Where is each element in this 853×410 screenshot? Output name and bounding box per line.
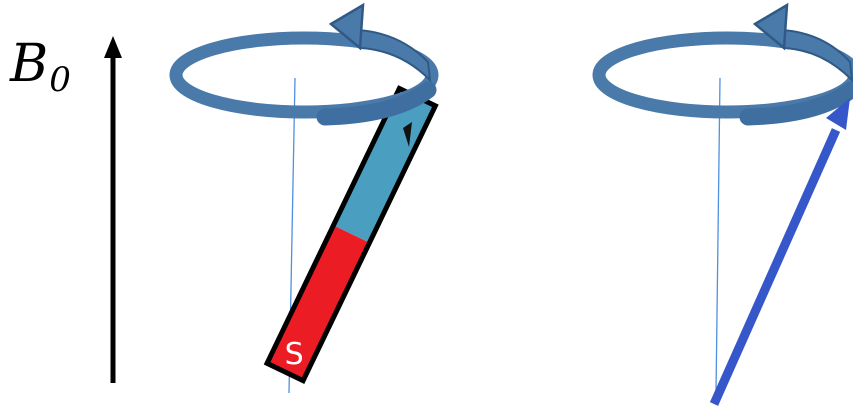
b0-label: B0 [10, 38, 71, 97]
right-precession-group [592, 2, 853, 406]
bar-magnet-icon: S [263, 85, 439, 384]
magnet-south-label: S [285, 337, 304, 372]
right-axis-line [715, 77, 721, 394]
right-precession-arrow-icon [752, 2, 853, 83]
left-precession-group: S [169, 2, 439, 394]
b0-symbol: B [10, 34, 49, 94]
b0-subscript: 0 [49, 60, 71, 100]
field-arrow-icon [104, 36, 122, 383]
magnet-south-half [267, 225, 370, 381]
left-precession-arrow-icon [328, 2, 432, 83]
magnetic-moment-arrow-icon [709, 98, 850, 406]
